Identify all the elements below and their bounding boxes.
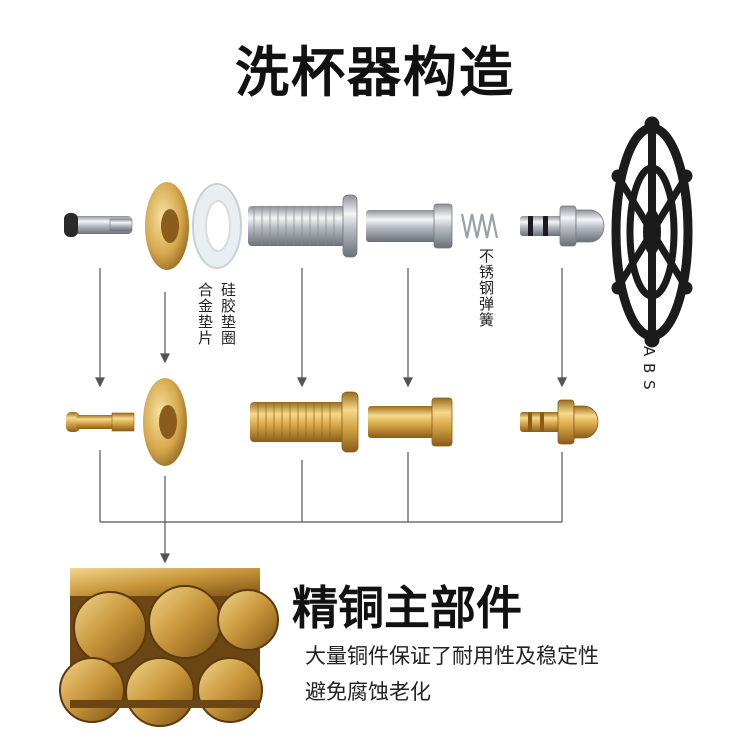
section-desc-line2: 避免腐蚀老化 [305,680,431,704]
chrome-threaded-tube [248,194,358,258]
arrows [95,268,567,388]
alloy-gasket-top [145,182,189,270]
label-abs: A B S [640,346,658,391]
chrome-sleeve [366,203,453,249]
silicone-gasket [192,183,242,269]
brass-valve-stem [520,399,599,445]
abs-handle-wheel [611,116,693,348]
section-title: 精铜主部件 [292,581,522,635]
stainless-spring [460,213,499,239]
chrome-pin [64,213,133,237]
chrome-valve-stem [520,205,605,247]
label-silicone-gasket: 硅胶垫圈 [219,282,237,346]
brass-rods-photo [59,568,279,727]
brass-threaded-tube [250,391,359,453]
page-title: 洗杯器构造 [235,41,515,104]
alloy-gasket-bottom [143,378,187,466]
brass-sleeve [368,397,453,447]
connector-lines [99,450,563,564]
label-stainless-spring: 不锈钢弹簧 [477,248,495,328]
brass-pin [66,412,135,432]
section-desc-line1: 大量铜件保证了耐用性及稳定性 [305,644,599,668]
label-alloy-gasket: 合金垫片 [196,282,214,346]
